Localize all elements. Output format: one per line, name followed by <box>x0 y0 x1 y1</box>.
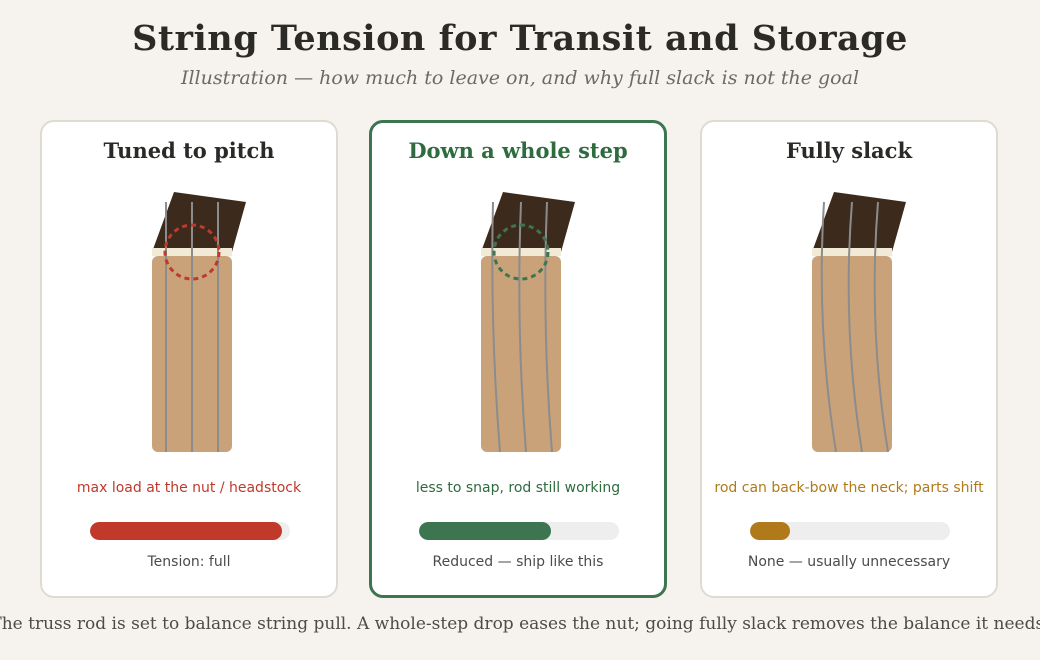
page-title: String Tension for Transit and Storage <box>132 18 908 59</box>
nut <box>481 248 561 256</box>
card-note: less to snap, rod still working <box>415 480 621 496</box>
tension-bar-fill <box>750 522 790 540</box>
tension-bar <box>750 522 950 540</box>
tension-label: Reduced — ship like this <box>432 554 604 570</box>
string <box>820 201 837 453</box>
nut <box>812 248 892 256</box>
card-title: Tuned to pitch <box>103 138 275 163</box>
string <box>847 201 863 453</box>
tension-label: Tension: full <box>147 554 231 570</box>
tension-bar-fill <box>419 522 551 540</box>
headstock <box>812 192 906 252</box>
neck-illustration <box>812 192 906 453</box>
card-note: rod can back-bow the neck; parts shift <box>714 480 984 496</box>
page-subtitle: Illustration — how much to leave on, and… <box>180 67 860 89</box>
card-title: Fully slack <box>785 138 913 163</box>
stress-circle <box>492 223 550 281</box>
string <box>518 201 527 453</box>
card-note: max load at the nut / headstock <box>76 480 302 496</box>
string <box>544 201 553 453</box>
card-title: Down a whole step <box>408 138 628 163</box>
string <box>491 201 501 453</box>
tension-bar <box>90 522 290 540</box>
fretboard <box>812 256 892 452</box>
headstock <box>152 192 246 252</box>
tension-bar-fill <box>90 522 282 540</box>
tension-label: None — usually unnecessary <box>747 554 951 570</box>
card-tuned-to-pitch: Tuned to pitch max load at the nut / hea… <box>40 120 338 598</box>
neck-illustration <box>481 192 575 453</box>
footer-note: The truss rod is set to balance string p… <box>0 614 1040 634</box>
neck-illustration <box>152 192 246 452</box>
card-fully-slack: Fully slack rod can back-bow the neck; p… <box>700 120 998 598</box>
tension-bar <box>419 522 619 540</box>
stress-circle <box>163 223 221 281</box>
card-down-a-whole-step: Down a whole step less to snap, rod stil… <box>369 120 667 598</box>
headstock <box>481 192 575 252</box>
string <box>873 201 889 453</box>
